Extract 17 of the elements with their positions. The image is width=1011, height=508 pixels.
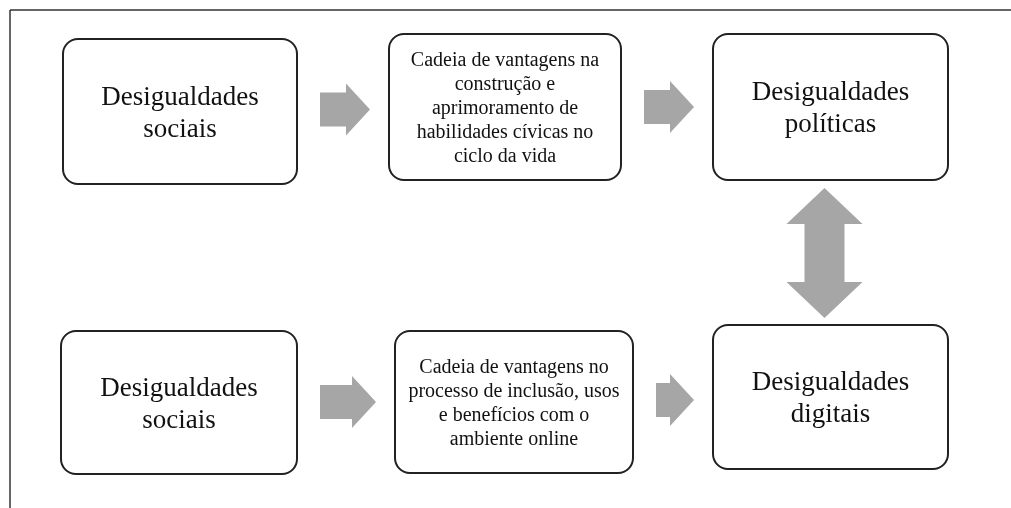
rounded-box (712, 33, 949, 181)
rounded-box (60, 330, 298, 475)
rounded-box (388, 33, 622, 181)
rounded-box (394, 330, 634, 474)
block-arrow (320, 376, 376, 428)
box-text: Cadeia de vantagens na construção e aprimoramento de habilidades cívicas no ciclo da vida (409, 47, 601, 167)
rounded-box (712, 324, 949, 470)
block-arrow (786, 188, 863, 318)
box-text: Desigualdades sociais (99, 370, 259, 435)
box-text: Desigualdades digitais (750, 365, 911, 429)
block-arrow (644, 81, 694, 133)
rounded-box (62, 38, 298, 185)
box-text: Desigualdades políticas (750, 75, 911, 139)
block-arrow (320, 83, 370, 136)
box-text: Cadeia de vantagens no processo de inclusão, usos e benefícios com o ambiente online (407, 354, 621, 450)
box-text: Desigualdades sociais (100, 79, 260, 144)
block-arrow (656, 374, 694, 426)
